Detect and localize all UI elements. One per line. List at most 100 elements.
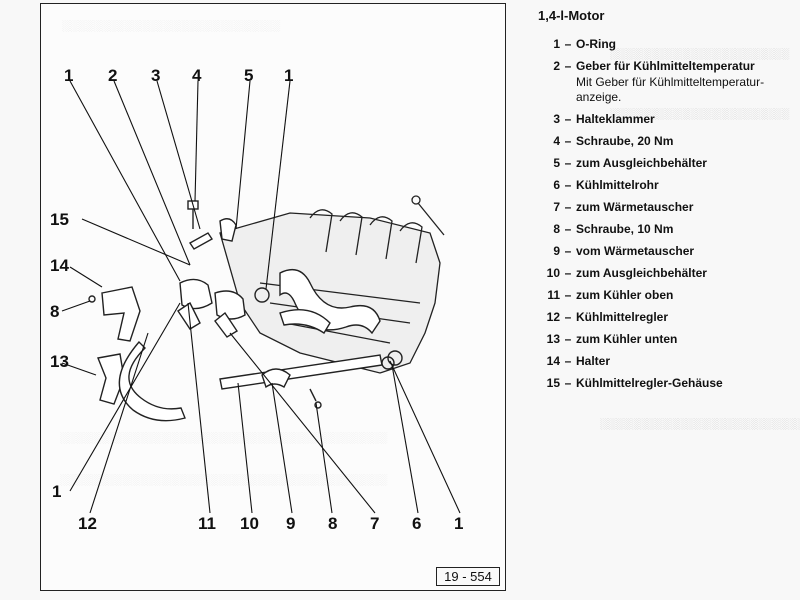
engine-block [219,195,445,374]
legend-item-label: vom Wärmetauscher [576,244,695,258]
legend-item-number: 3 [553,112,560,126]
callout-4: 4 [192,66,202,85]
callout-1-left: 1 [52,482,61,501]
legend-item-label: Schraube, 10 Nm [576,222,674,236]
figure-id: 19 - 554 [436,567,500,586]
callout-10: 10 [240,514,259,533]
legend-item: 9–vom Wärmetauscher [538,244,796,259]
legend-item-body: zum Ausgleichbehälter [576,266,796,281]
bleed-through-text: ░░░░░░░░░░░░░░░░░░░░░░░ [610,48,790,60]
callout-14: 14 [50,256,69,275]
legend-item-number: 8 [553,222,560,236]
legend-item-dash: – [564,332,572,346]
legend-item-dash: – [564,178,572,192]
legend-item-number: 7 [553,200,560,214]
callout-13: 13 [50,352,69,371]
legend-item: 1–O-Ring [538,37,796,52]
legend-item-note: Mit Geber für Kühlmitteltemperatur-anzei… [576,75,765,104]
legend-item-number: 10 [546,266,560,280]
legend-item-body: vom Wärmetauscher [576,244,796,259]
legend-item: 4–Schraube, 20 Nm [538,134,796,149]
callout-1-top-right: 1 [284,66,293,85]
legend-item-label: Halter [576,354,611,368]
legend-item: 15–Kühlmittelregler-Gehäuse [538,376,796,391]
legend-item-number: 14 [546,354,560,368]
callout-5: 5 [244,66,253,85]
legend-item-number: 9 [553,244,560,258]
legend-item-dash: – [564,376,572,390]
callout-8-bottom: 8 [328,514,337,533]
legend-item-number: 4 [553,134,560,148]
callout-8-left: 8 [50,302,59,321]
callout-11: 11 [198,514,216,533]
legend-item-body: Schraube, 20 Nm [576,134,796,149]
legend-item: 7–zum Wärmetauscher [538,200,796,215]
legend-item-number: 11 [547,288,560,302]
legend-item-label: zum Wärmetauscher [576,200,694,214]
legend-item-dash: – [564,156,572,170]
legend-item: 6–Kühlmittelrohr [538,178,796,193]
legend-item-dash: – [564,200,572,214]
legend-item: 5–zum Ausgleichbehälter [538,156,796,171]
legend-item-label: zum Ausgleichbehälter [576,266,707,280]
legend-item: 11–zum Kühler oben [538,288,796,303]
callout-15: 15 [50,210,69,229]
legend-item-number: 15 [546,376,560,390]
legend-item-dash: – [564,222,572,236]
legend-item-dash: – [564,288,572,302]
legend-item-number: 1 [553,37,560,51]
callout-6: 6 [412,514,421,533]
legend-item-label: Kühlmittelregler [576,310,669,324]
callout-2: 2 [108,66,117,85]
callout-1-bottom-right: 1 [454,514,463,533]
legend-item-body: zum Wärmetauscher [576,200,796,215]
legend-item-label: Geber für Kühlmitteltemperatur [576,59,755,73]
legend-item-dash: – [564,37,572,51]
legend-item-dash: – [564,112,572,126]
legend-item-body: zum Kühler oben [576,288,796,303]
callout-12: 12 [78,514,97,533]
legend-title: 1,4-l-Motor [538,8,605,23]
callout-9: 9 [286,514,295,533]
callout-numbers: 1 2 3 4 5 1 15 14 8 13 1 12 11 10 9 8 7 … [50,66,463,533]
legend-item-number: 12 [546,310,560,324]
legend-item-label: Halteklammer [576,112,655,126]
legend-item: 10–zum Ausgleichbehälter [538,266,796,281]
legend-item-body: Halter [576,354,796,369]
legend-item-label: Schraube, 20 Nm [576,134,674,148]
legend-item-label: Kühlmittelregler-Gehäuse [576,376,723,390]
legend-item-body: Kühlmittelrohr [576,178,796,193]
legend-item-dash: – [564,310,572,324]
bleed-through-text: ░░░░░░░░░░░░░░░░░░░░░░░ [610,108,790,120]
legend-item-dash: – [564,266,572,280]
legend-item-number: 5 [553,156,560,170]
legend-item-dash: – [564,354,572,368]
callout-7: 7 [370,514,379,533]
legend-item-dash: – [564,59,572,73]
legend-item-label: Kühlmittelrohr [576,178,659,192]
bleed-through-text: ░░░░░░░░░░░░░░░░░░░░░░░░░░ [600,418,800,430]
callout-1-top-left: 1 [64,66,73,85]
legend-item-number: 2 [553,59,560,73]
leader-lines [61,80,461,514]
legend-item-number: 6 [553,178,560,192]
legend-item-number: 13 [546,332,560,346]
legend-item-body: O-Ring [576,37,796,52]
legend-item-dash: – [564,134,572,148]
legend-item-body: Kühlmittelregler-Gehäuse [576,376,796,391]
legend-item-dash: – [564,244,572,258]
legend-item-body: zum Ausgleichbehälter [576,156,796,171]
legend-item-label: zum Kühler oben [576,288,674,302]
callout-3: 3 [151,66,160,85]
legend-item-label: O-Ring [576,37,616,51]
legend-item: 14–Halter [538,354,796,369]
legend-item-body: Schraube, 10 Nm [576,222,796,237]
coolant-hoses [88,200,403,422]
legend-item: 3–Halteklammer [538,112,796,127]
legend-item: 8–Schraube, 10 Nm [538,222,796,237]
legend-item-label: zum Ausgleichbehälter [576,156,707,170]
